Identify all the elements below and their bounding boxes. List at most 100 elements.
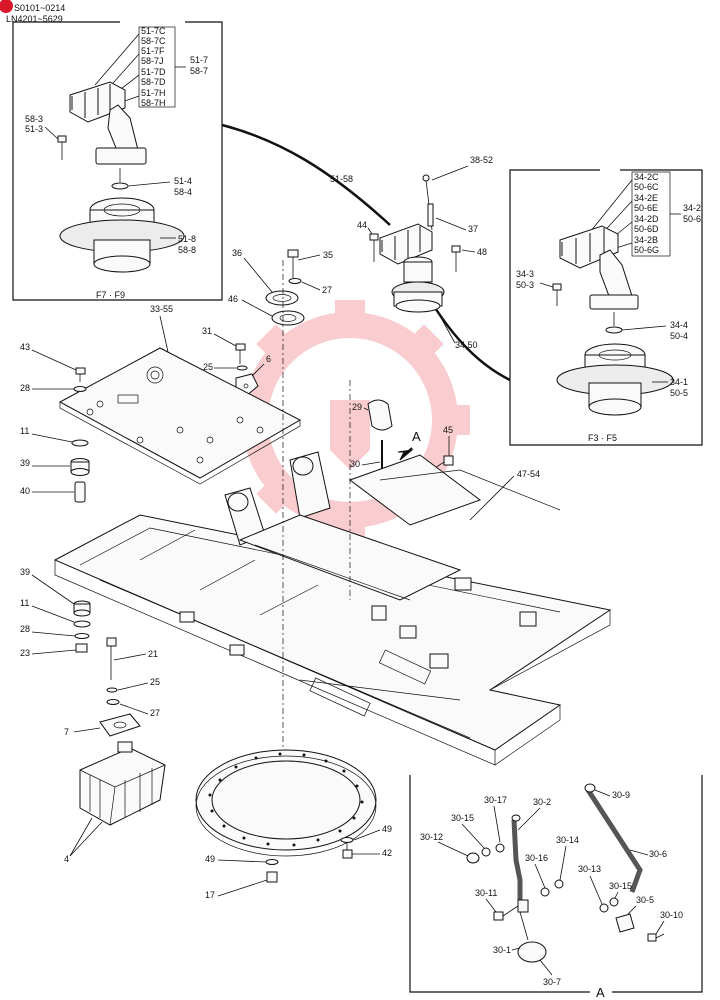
washer-27-bottom xyxy=(106,699,120,705)
bolt-44 xyxy=(369,233,379,262)
inset-left-label-4: 51-7D xyxy=(141,67,166,77)
detail-A-label-4: 30-16 xyxy=(525,853,548,863)
detail-A-label-14: 30-10 xyxy=(660,910,683,920)
bolt-43 xyxy=(75,367,86,382)
arrow-A-label: A xyxy=(412,429,421,444)
washer-49-left xyxy=(265,859,279,865)
detail-A-label-12: 30-15 xyxy=(609,881,632,891)
callout-48: 48 xyxy=(477,247,487,257)
callout-49-right: 49 xyxy=(382,824,392,834)
callout-27-bottom: 27 xyxy=(150,708,160,718)
detail-A-label-6: 30-11 xyxy=(475,888,497,898)
cover-plate-33-55 xyxy=(58,347,302,485)
callout-4: 4 xyxy=(64,854,69,864)
detail-A-label-2: 30-15 xyxy=(451,813,474,823)
callout-6: 6 xyxy=(266,354,271,364)
inset-right-label-2: 34-2E xyxy=(634,193,658,203)
callout-40: 40 xyxy=(20,486,30,496)
header: S0101~0214 LN4201~5629 xyxy=(0,0,65,24)
inset-left-label-7: 58-7H xyxy=(141,98,166,108)
callout-36: 36 xyxy=(232,248,242,258)
callout-45: 45 xyxy=(443,425,453,435)
inset-left-reducer-b: 58-8 xyxy=(178,245,196,255)
bolt-right-inset xyxy=(552,283,562,306)
inset-left-parent-0: 51-7 xyxy=(190,55,208,65)
detail-A-label-1: 30-2 xyxy=(533,797,551,807)
bolt-48 xyxy=(451,245,461,272)
serial-range-1: S0101~0214 xyxy=(14,3,65,13)
washer-25-top xyxy=(236,365,248,371)
inset-left-label-2: 51-7F xyxy=(141,46,165,56)
oring-right-inset xyxy=(605,326,623,334)
callout-21: 21 xyxy=(148,649,158,659)
inset-right-label-4: 34-2D xyxy=(634,214,659,224)
inset-right-label-0: 34-2C xyxy=(634,172,659,182)
callout-46: 46 xyxy=(228,294,238,304)
callout-17: 17 xyxy=(205,890,215,900)
inset-left-bolt-a: 58-3 xyxy=(25,114,43,124)
callout-29: 29 xyxy=(352,402,362,412)
bolt-left-inset xyxy=(57,135,67,160)
seal-36 xyxy=(265,290,299,306)
callout-44: 44 xyxy=(357,220,367,230)
nut-17 xyxy=(266,871,278,883)
inset-left-label-1: 58-7C xyxy=(141,36,166,46)
inset-right: 34-2C 50-6C 34-2E 50-6E 34-2D 50-6D 34-2… xyxy=(509,169,703,446)
inset-right-label-3: 50-6E xyxy=(634,203,658,213)
detail-A-title: A xyxy=(596,985,605,1000)
detail-A-label-11: 30-13 xyxy=(578,864,601,874)
inset-left-oring-b: 58-4 xyxy=(174,187,192,197)
inset-left-bolt-b: 51-3 xyxy=(25,124,43,134)
inset-left-label-0: 51-7C xyxy=(141,26,166,36)
cover-29 xyxy=(367,399,393,431)
swing-reducer-left xyxy=(59,197,185,273)
swing-motor-right xyxy=(559,225,639,326)
callout-30: 30 xyxy=(350,459,360,469)
callout-34-50: 34,50 xyxy=(455,340,478,350)
callout-42: 42 xyxy=(382,848,392,858)
inset-right-oring-b: 50-4 xyxy=(670,331,688,341)
upper-frame xyxy=(53,260,612,810)
washer-49-right xyxy=(340,837,354,843)
oring-left-inset xyxy=(111,182,129,190)
washer-28-bottom xyxy=(74,633,90,639)
inset-right-reducer-b: 50-5 xyxy=(670,388,688,398)
callout-43: 43 xyxy=(20,342,30,352)
detail-A-label-10: 30-6 xyxy=(649,849,667,859)
washer-25-bottom xyxy=(106,687,118,693)
callout-31: 31 xyxy=(202,326,212,336)
cushion-39-bottom xyxy=(73,600,91,617)
inset-right-label-1: 50-6C xyxy=(634,182,659,192)
callout-49-left: 49 xyxy=(205,854,215,864)
central-swing-motor xyxy=(379,223,445,313)
grease-pipe-38-52 xyxy=(422,174,434,231)
inset-left-oring-a: 51-4 xyxy=(174,176,192,186)
inset-left-caption: F7 · F9 xyxy=(96,290,125,300)
header-badge xyxy=(0,0,13,13)
detail-A-label-3: 30-12 xyxy=(420,832,443,842)
inset-left-parent-1: 58-7 xyxy=(190,66,208,76)
inset-left-reducer-a: 51-8 xyxy=(178,234,196,244)
connector-arc-right xyxy=(428,299,511,382)
bolt-35 xyxy=(287,249,299,278)
detail-A-label-0: 30-17 xyxy=(484,795,507,805)
callout-28-bottom: 28 xyxy=(20,624,30,634)
detail-A-label-8: 30-7 xyxy=(543,977,561,987)
detail-A-label-7: 30-1 xyxy=(493,945,511,955)
callout-11-bottom: 11 xyxy=(20,598,29,608)
inset-right-bolt-b: 50-3 xyxy=(516,280,534,290)
callout-51-58: 51-58 xyxy=(330,174,353,184)
callout-11-top: 11 xyxy=(20,426,29,436)
callout-28-top: 28 xyxy=(20,383,30,393)
bolt-31 xyxy=(235,343,246,364)
inset-right-label-7: 50-6G xyxy=(634,245,659,255)
callout-23: 23 xyxy=(20,648,30,658)
detail-A-label-13: 30-5 xyxy=(636,895,654,905)
callout-33-55: 33-55 xyxy=(150,304,173,314)
inset-right-label-6: 34-2B xyxy=(634,235,658,245)
bolt-30-11 xyxy=(493,905,519,921)
cushion-39-top xyxy=(70,458,90,476)
inset-right-bolt-a: 34-3 xyxy=(516,269,534,279)
inset-left-label-6: 51-7H xyxy=(141,88,166,98)
inset-right-oring-a: 34-4 xyxy=(670,320,688,330)
